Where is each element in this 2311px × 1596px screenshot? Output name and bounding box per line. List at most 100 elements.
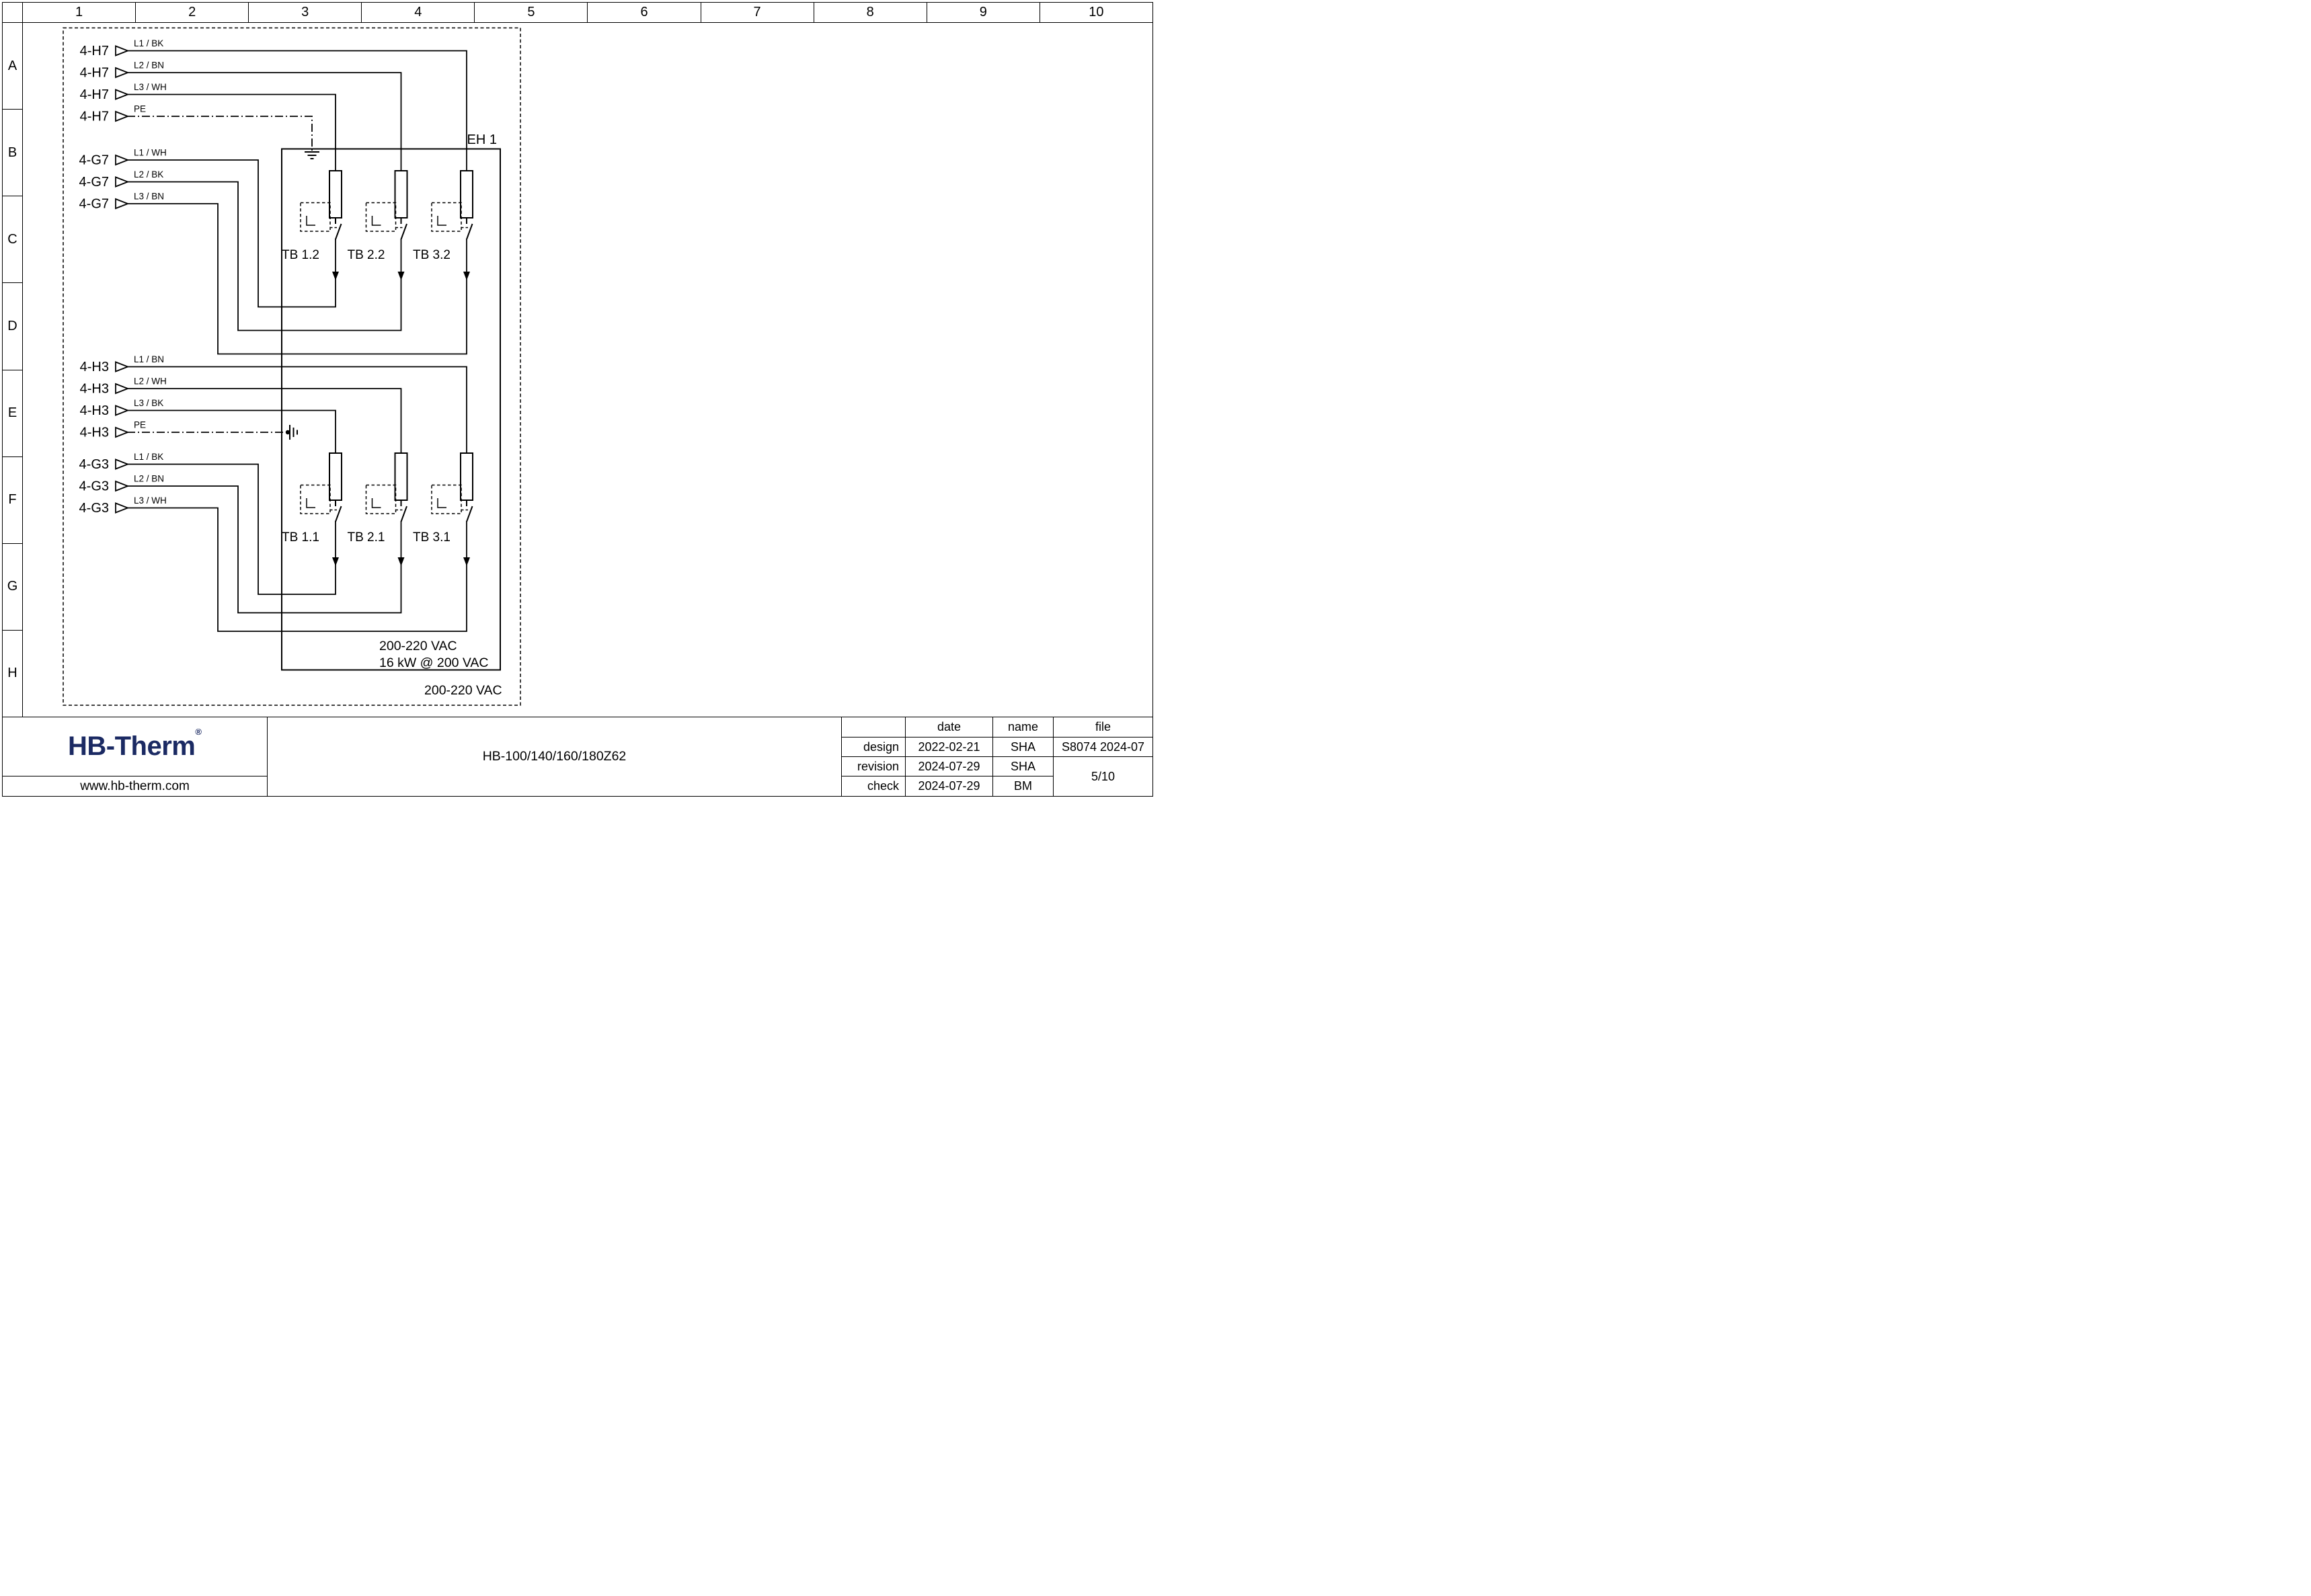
row-label: C: [3, 196, 22, 282]
header-name: name: [992, 717, 1053, 737]
wire: [127, 507, 467, 632]
connector-arrow-icon: [115, 89, 130, 100]
check-name: BM: [992, 776, 1053, 796]
wire-label: L2 / WH: [134, 376, 167, 387]
connector-label: 4-G7: [79, 153, 109, 168]
connector-4h3-l2: 4-H3 L2 / WH: [80, 376, 402, 453]
column-label: 6: [587, 3, 700, 22]
connector-label: 4-H3: [80, 403, 109, 418]
column-label: 7: [700, 3, 814, 22]
rating-voltage: 200-220 VAC: [379, 639, 457, 653]
wire: [127, 72, 402, 171]
connector-arrow-icon: [115, 361, 130, 372]
connector-label: 4-H7: [80, 110, 109, 124]
connector-4g3-l2: 4-G3 L2 / BN: [79, 474, 402, 614]
connector-arrow-icon: [115, 45, 130, 56]
connector-label: 4-H7: [80, 66, 109, 81]
column-label: 1: [75, 5, 83, 19]
heater-unit-tb2-1: [365, 452, 408, 522]
heater-unit-tb1-1: [300, 452, 342, 522]
connector-arrow-icon: [115, 502, 130, 514]
schematic-sheet: 1 2 3 4 5 6 7 8 9 10 A B C D E F G H: [2, 2, 1153, 797]
wire-label: L2 / BK: [134, 169, 163, 179]
column-ruler: 1 2 3 4 5 6 7 8 9 10: [23, 3, 1152, 23]
wire-label: L3 / WH: [134, 82, 167, 92]
heater-unit-tb1-2: [300, 170, 342, 240]
wire-label: L3 / BN: [134, 192, 164, 202]
wire-label: L1 / BK: [134, 452, 163, 462]
wire-label: L2 / BN: [134, 474, 164, 484]
flow-arrow-down-icon: [332, 557, 339, 566]
wire-label: L3 / BK: [134, 398, 163, 408]
flow-arrow-down-icon: [332, 272, 339, 280]
connector-arrow-icon: [115, 198, 130, 210]
column-label: 2: [135, 3, 248, 22]
connector-label: 4-H3: [80, 426, 109, 440]
design-name: SHA: [992, 737, 1053, 756]
header-file: file: [1053, 717, 1152, 737]
logo-text: HB-Therm: [68, 731, 196, 761]
row-label-revision: revision: [841, 756, 905, 776]
row-label: H: [3, 629, 22, 717]
breaker-label: TB 3.2: [413, 248, 451, 262]
connector-4h7-l2: 4-H7 L2 / BN: [80, 61, 402, 171]
wire: [127, 366, 467, 453]
model-number: HB-100/140/160/180Z62: [267, 717, 841, 796]
schematic-canvas: EH 1 4-H7 L1 / BK 4-H7 L2 / BN 4-H7 L3 /…: [63, 27, 521, 706]
row-label: A: [7, 58, 17, 73]
connector-4h7-l1: 4-H7 L1 / BK: [80, 38, 467, 171]
header-date: date: [905, 717, 992, 737]
wire: [127, 50, 467, 171]
connector-label: 4-G3: [79, 501, 109, 516]
row-ruler: A B C D E F G H: [3, 23, 23, 717]
row-label-check: check: [841, 776, 905, 796]
connector-4h3-l3: 4-H3 L3 / BK: [80, 398, 336, 453]
registered-mark-icon: ®: [195, 727, 202, 737]
wire: [127, 93, 336, 171]
title-block: HB-Therm ® www.hb-therm.com HB-100/140/1…: [3, 717, 1152, 796]
row-label: D: [3, 282, 22, 369]
file-number: S8074 2024-07: [1053, 737, 1152, 756]
column-label: 10: [1039, 3, 1152, 22]
connector-arrow-icon: [115, 67, 130, 79]
connector-label: 4-G7: [79, 175, 109, 190]
flow-arrow-down-icon: [463, 557, 470, 566]
wire-label: L2 / BN: [134, 61, 164, 71]
eh1-enclosure-box: [281, 148, 501, 671]
breaker-label: TB 2.1: [348, 530, 385, 545]
flow-arrow-down-icon: [397, 272, 405, 280]
column-label: 9: [926, 3, 1040, 22]
row-label: E: [3, 369, 22, 456]
connector-4g3-l1: 4-G3 L1 / BK: [79, 452, 336, 595]
connector-arrow-icon: [115, 405, 130, 416]
wire: [127, 409, 336, 453]
row-label: G: [3, 543, 22, 630]
breaker-label: TB 3.1: [413, 530, 451, 545]
pe-junction-dot: [285, 430, 290, 435]
heater-unit-tb3-1: [431, 452, 473, 522]
connector-label: 4-G7: [79, 197, 109, 212]
connector-4h3-pe: 4-H3 PE: [80, 420, 298, 440]
wire-label: L1 / BK: [134, 38, 163, 48]
connector-label: 4-H7: [80, 87, 109, 102]
drawing-dashed-border: [63, 27, 521, 706]
wire: [127, 463, 336, 595]
wire-label: L3 / WH: [134, 495, 167, 506]
revision-date: 2024-07-29: [905, 756, 992, 776]
wire: [127, 203, 467, 355]
connector-arrow-icon: [115, 383, 130, 395]
connector-4h7-pe: 4-H7 PE: [80, 104, 319, 159]
column-label: 5: [474, 3, 587, 22]
pe-wire: [127, 116, 313, 152]
connector-label: 4-G3: [79, 479, 109, 494]
row-label: F: [3, 456, 22, 543]
connector-4h3-l1: 4-H3 L1 / BN: [80, 354, 467, 453]
breaker-label: TB 1.1: [282, 530, 319, 545]
connector-4g3-l3: 4-G3 L3 / WH: [79, 495, 467, 632]
wire-label: L1 / WH: [134, 148, 167, 158]
breaker-label: TB 2.2: [348, 248, 385, 262]
wire-label: L1 / BN: [134, 354, 164, 364]
connector-arrow-icon: [115, 176, 130, 188]
design-date: 2022-02-21: [905, 737, 992, 756]
wire-label: PE: [134, 104, 146, 114]
